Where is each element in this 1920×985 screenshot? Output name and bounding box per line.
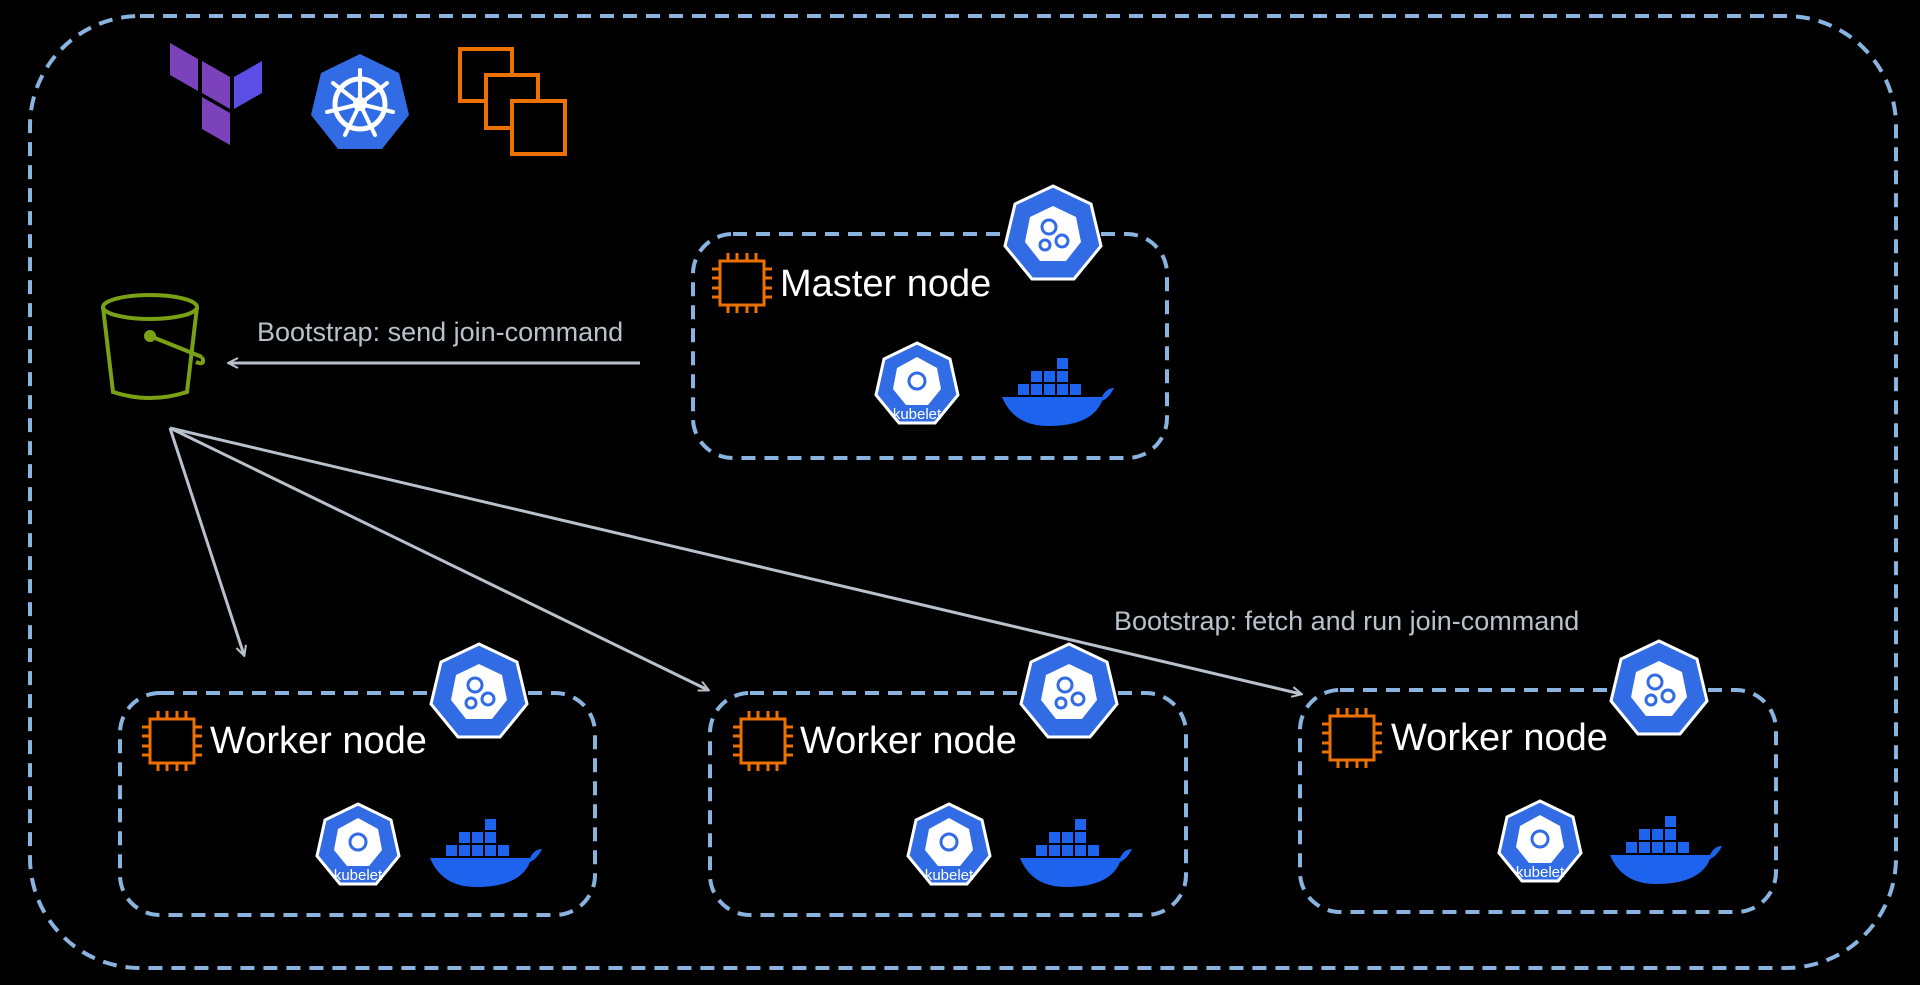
worker-node-title: Worker node	[210, 720, 427, 762]
docker-icon	[430, 819, 542, 887]
kubelet-icon: kubelet	[1497, 799, 1583, 883]
kubelet-icon: kubelet	[906, 802, 992, 886]
kubelet-label: kubelet	[334, 867, 383, 884]
worker-node-frame	[1298, 688, 1778, 914]
terraform-icon	[170, 43, 262, 145]
ec2-chip-icon	[733, 711, 793, 771]
docker-icon	[1610, 816, 1722, 884]
worker-node-title: Worker node	[1391, 717, 1608, 759]
k8s-control-plane-icon	[1019, 642, 1119, 739]
ec2-chip-icon	[1322, 708, 1382, 768]
worker-node-title: Worker node	[800, 720, 1017, 762]
edge-fetch-worker-1	[168, 427, 244, 655]
ec2-instances-icon	[458, 47, 567, 156]
edge-label-fetch: Bootstrap: fetch and run join-command	[1114, 606, 1579, 636]
edge-fetch-worker-3	[169, 426, 1301, 694]
kubelet-icon: kubelet	[315, 802, 401, 886]
k8s-control-plane-icon	[1609, 639, 1709, 736]
worker-node-2: Worker node kubelet	[708, 642, 1188, 917]
edge-label-send: Bootstrap: send join-command	[257, 317, 623, 347]
master-node: Master node kubelet	[691, 184, 1169, 460]
docker-icon	[1020, 819, 1132, 887]
kubelet-label: kubelet	[893, 406, 942, 423]
kubernetes-icon	[311, 54, 409, 149]
worker-node-3: Worker node kubelet	[1298, 639, 1778, 914]
master-node-title: Master node	[780, 263, 991, 305]
k8s-control-plane-icon	[429, 642, 529, 739]
kubelet-icon: kubelet	[874, 341, 960, 425]
worker-node-1: Worker node kubelet	[118, 642, 597, 917]
edge-fetch-worker-2	[169, 426, 708, 690]
worker-node-frame	[118, 691, 597, 917]
kubelet-label: kubelet	[925, 867, 974, 884]
docker-icon	[1002, 358, 1114, 426]
k8s-control-plane-icon	[1003, 184, 1103, 281]
kubelet-label: kubelet	[1516, 864, 1565, 881]
worker-node-frame	[708, 691, 1188, 917]
ec2-chip-icon	[142, 711, 202, 771]
cluster-boundary	[28, 14, 1898, 970]
master-node-frame	[691, 232, 1169, 460]
ec2-chip-icon	[712, 253, 772, 313]
s3-bucket-icon	[101, 293, 206, 400]
